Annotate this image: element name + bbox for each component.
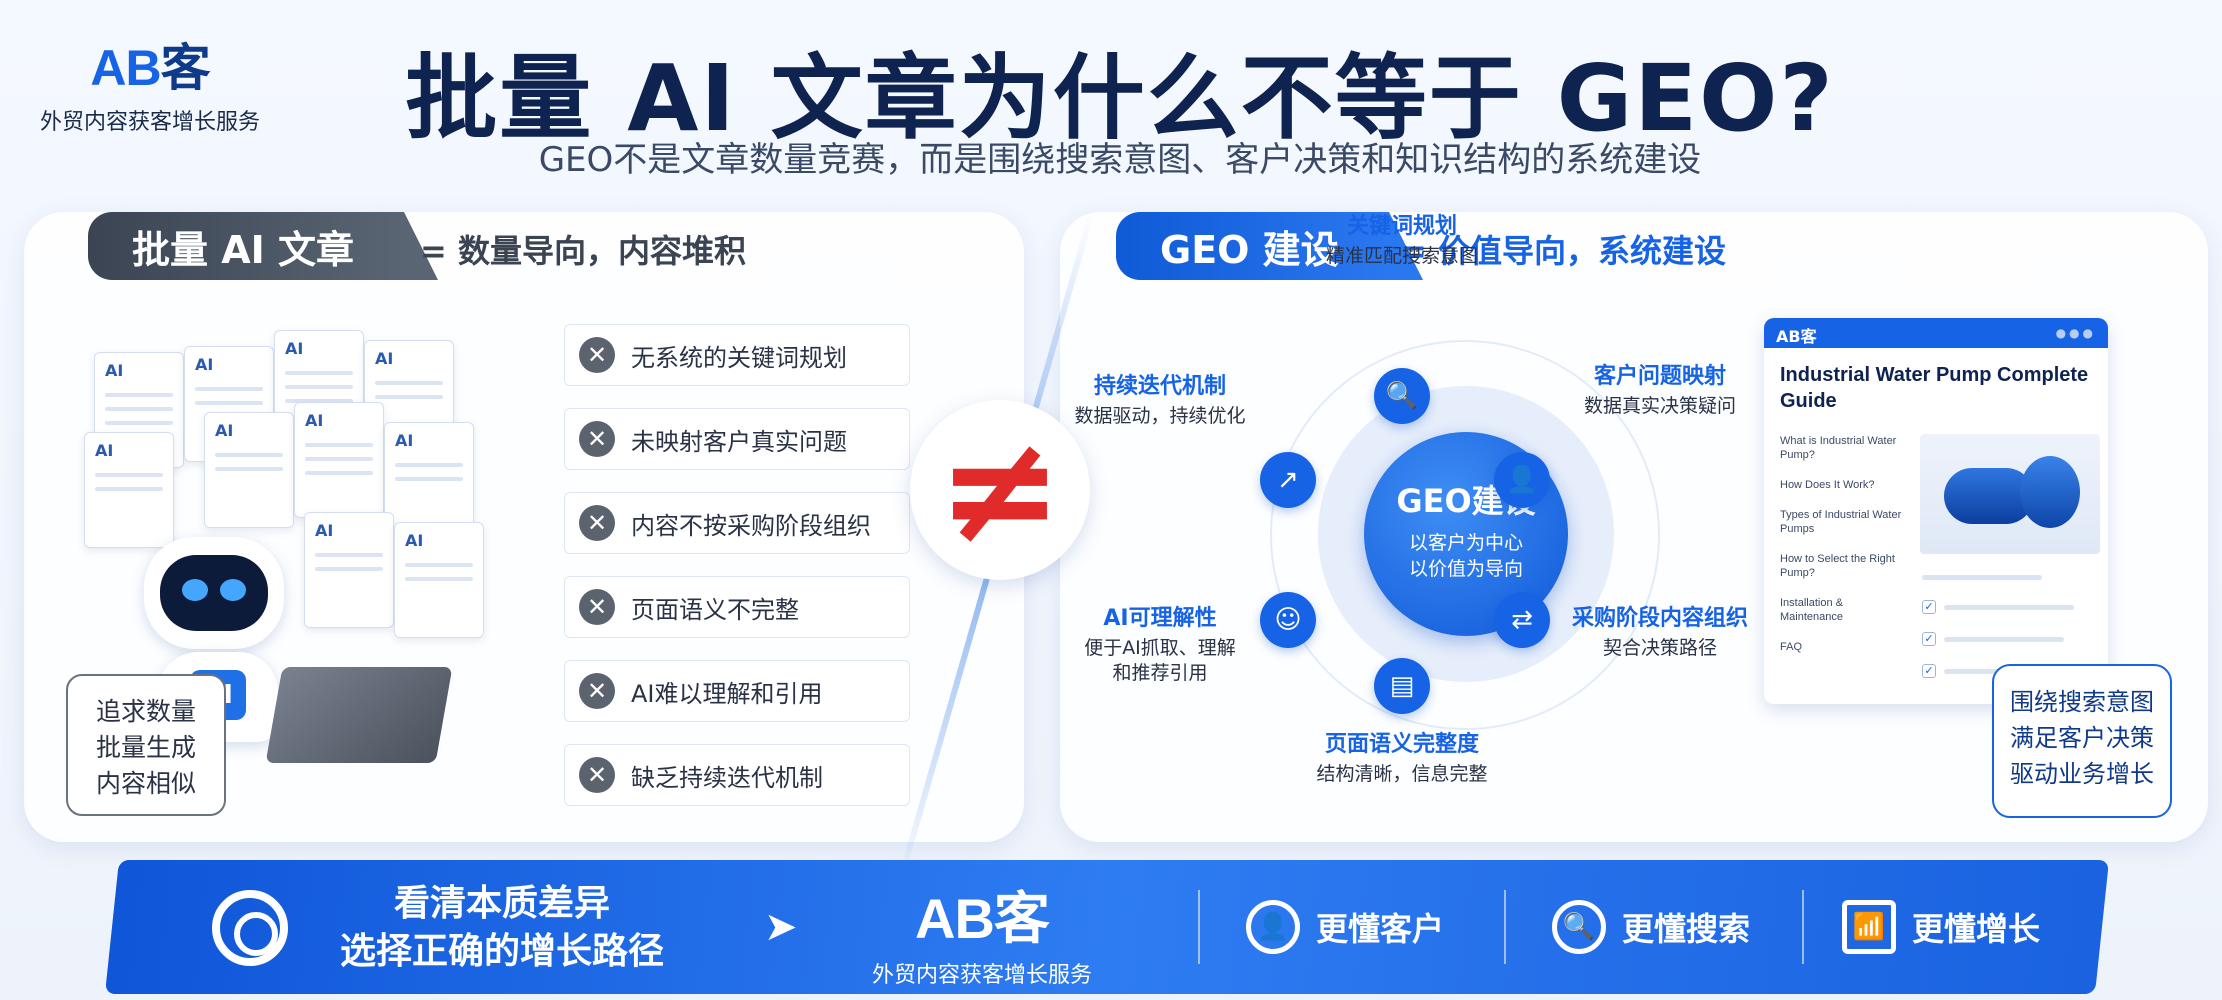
robot-head [144,537,284,649]
play-arrow-icon: ➤ [764,904,798,950]
banner-item-customer: 👤更懂客户 [1246,900,1444,954]
growth-chart-icon: 📶 [1842,900,1896,954]
search-icon: 🔍 [1374,368,1430,424]
check-icon: ✓ [1922,630,2092,650]
document-icon: ▤ [1374,658,1430,714]
list-item: ✕AI难以理解和引用 [564,660,910,722]
guide-card: AB客●●● Industrial Water Pump Complete Gu… [1764,318,2108,704]
node-semantic: 页面语义完整度结构清晰，信息完整 [1316,732,1488,785]
doc-icon: AI [384,422,474,538]
list-item: ✕页面语义不完整 [564,576,910,638]
doc-icon: AI [394,522,484,638]
page-subtitle: GEO不是文章数量竞赛，而是围绕搜索意图、客户决策和知识结构的系统建设 [538,140,1702,180]
user-icon: 👤 [1246,900,1300,954]
banner-slogan: 看清本质差异 选择正确的增长路径 [339,883,664,972]
guide-header: AB客●●● [1764,318,2108,348]
left-summary-box: 追求数量 批量生成 内容相似 [66,674,226,816]
node-ai-understand: AI可理解性便于AI抓取、理解 和推荐引用 [1084,606,1236,684]
robot-icon: ☺ [1260,592,1316,648]
list-item: ✕未映射客户真实问题 [564,408,910,470]
banner-item-search: 🔍更懂搜索 [1552,900,1750,954]
left-panel: 批量 AI 文章 = 数量导向，内容堆积 AI AI AI AI AI AI A… [24,212,1024,842]
banner-item-growth: 📶更懂增长 [1842,900,2040,954]
close-icon: ✕ [579,673,615,709]
doc-icon: AI [204,412,294,528]
search-icon: 🔍 [1552,900,1606,954]
robot-illustration: AI AI AI AI AI AI AI AI AI AI AI [84,322,564,763]
banner-logo: AB客 外贸内容获客增长服务 [871,887,1092,988]
right-tag: GEO 建设 [1116,212,1423,280]
right-tag-note: = 价值导向，系统建设 [1400,232,1726,270]
user-icon: 👤 [1494,452,1550,508]
node-keyword: 关键词规划精准匹配搜索意图 [1325,214,1478,267]
left-tag-note: = 数量导向，内容堆积 [420,232,746,270]
close-icon: ✕ [579,421,615,457]
doc-icon: AI [294,402,384,518]
not-equal-icon: ≠ [910,400,1090,580]
close-icon: ✕ [579,337,615,373]
brand-tagline: 外贸内容获客增长服务 [39,110,260,135]
doc-icon: AI [304,512,394,628]
geo-wheel-diagram: GEO建设 以客户为中心 以价值为导向 🔍 关键词规划精准匹配搜索意图 👤 客户… [1074,214,1748,785]
bottom-banner-content: 看清本质差异 选择正确的增长路径 ➤ AB客 外贸内容获客增长服务 👤更懂客户 … [112,860,2102,994]
page-title: 批量 AI 文章为什么不等于 GEO? [405,45,1835,152]
node-iteration: 持续迭代机制数据驱动，持续优化 [1074,374,1246,427]
doc-icon: AI [84,432,174,548]
check-icon: ✓ [1922,598,2092,618]
target-icon [212,890,288,966]
left-tag: 批量 AI 文章 [88,212,439,280]
chart-growth-icon: ↗ [1260,452,1316,508]
flow-icon: ⇄ [1494,592,1550,648]
brand-logo: AB客 外贸内容获客增长服务 [30,28,270,136]
right-benefit-box: 围绕搜索意图 满足客户决策 驱动业务增长 [1992,664,2172,818]
guide-toc: What is Industrial Water Pump? How Does … [1780,435,1902,653]
close-icon: ✕ [579,757,615,793]
laptop-icon [265,667,453,763]
list-item: ✕缺乏持续迭代机制 [564,744,910,806]
water-pump-image [1920,434,2100,554]
node-purchase-stage: 采购阶段内容组织契合决策路径 [1571,606,1748,659]
brand-mark: AB客 [90,40,210,96]
guide-title: Industrial Water Pump Complete Guide [1780,364,2089,412]
node-customer-question: 客户问题映射数据真实决策疑问 [1583,364,1736,417]
close-icon: ✕ [579,589,615,625]
list-item: ✕无系统的关键词规划 [564,324,910,386]
problem-list: ✕无系统的关键词规划 ✕未映射客户真实问题 ✕内容不按采购阶段组织 ✕页面语义不… [564,324,910,828]
close-icon: ✕ [579,505,615,541]
list-item: ✕内容不按采购阶段组织 [564,492,910,554]
